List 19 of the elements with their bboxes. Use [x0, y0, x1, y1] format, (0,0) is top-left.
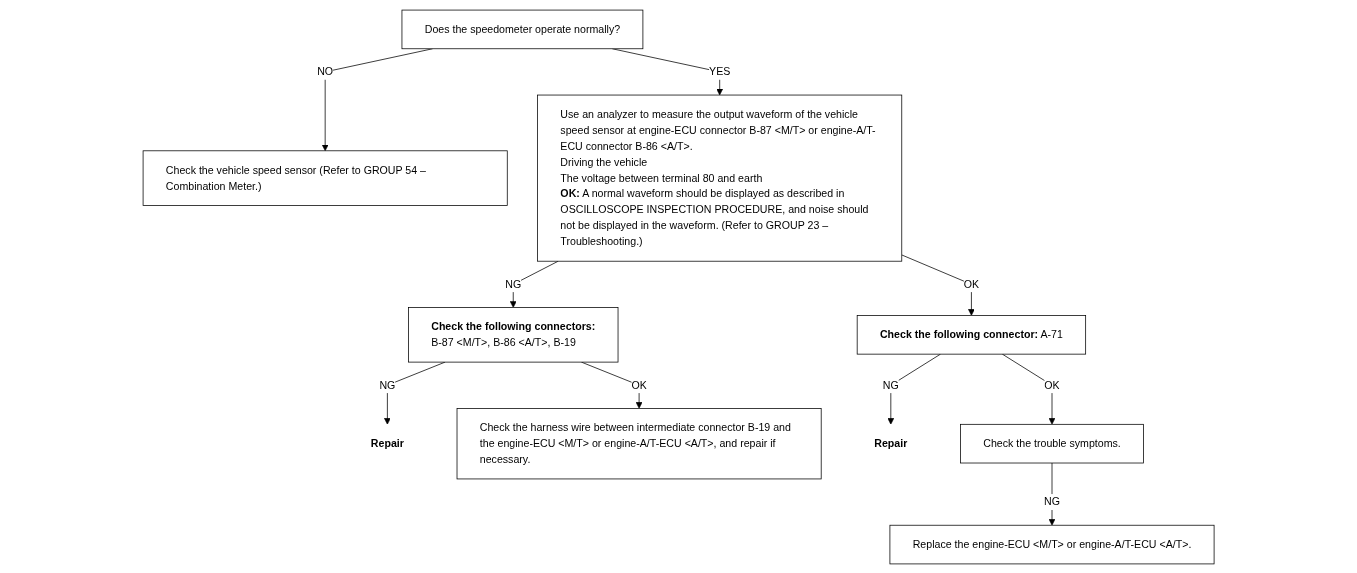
- node-box: Check the trouble symptoms.: [960, 423, 1144, 463]
- node-box: Use an analyzer to measure the output waveform of the vehicle speed sensor at engine-ECU connector B-87 <M/T> or engine-A/T-ECU connector B-86 <A/T>. Driving the vehicle The voltage between terminal 80 and earth OK: A normal waveform should be displayed as described in OSCILLOSCOPE INSPECTION PROCEDURE, and noise should not be displayed in the waveform. (Refer to GROUP 23 – Troubleshooting.): [537, 94, 903, 262]
- node-box: Check the following connector: A-71: [856, 314, 1086, 354]
- edge-label: NO: [317, 64, 334, 78]
- edge-label: NG: [505, 277, 522, 290]
- edge-label: OK: [1044, 378, 1060, 391]
- node-box: Check the vehicle speed sensor (Refer to GROUP 54 – Combination Meter.): [142, 149, 508, 206]
- edge-label: NG: [379, 378, 396, 391]
- node-box: Does the speedometer operate normally?: [401, 9, 644, 49]
- node-box: Check the following connectors: B-87 <M/T>, B-86 <A/T>, B-19: [407, 306, 619, 362]
- edge-label: YES: [708, 64, 731, 78]
- node-box: Check the harness wire between intermediate connector B-19 and the engine-ECU <M/T> or engine-A/T-ECU <A/T>, and repair if necessary.: [456, 407, 822, 479]
- edge-label: OK: [631, 378, 647, 391]
- edge-label: OK: [963, 277, 979, 290]
- node-text: Repair: [874, 436, 908, 449]
- edge-label: NG: [882, 378, 899, 391]
- node-text: Repair: [370, 436, 404, 449]
- edge-label: NG: [1043, 495, 1060, 508]
- node-box: Replace the engine-ECU <M/T> or engine-A/T-ECU <A/T>.: [889, 524, 1215, 564]
